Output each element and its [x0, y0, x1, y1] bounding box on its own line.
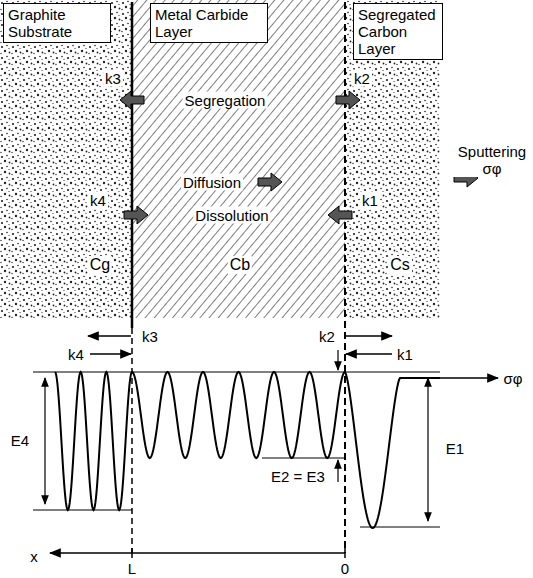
- rate-arrow: [346, 335, 392, 337]
- figure-label: k3: [140, 328, 160, 345]
- rate-arrow: [90, 353, 131, 355]
- figure-label: x: [28, 548, 40, 565]
- figure-label: Dissolution: [193, 207, 270, 224]
- figure-label: E2 = E3: [269, 468, 327, 485]
- figure-label: k2: [317, 328, 337, 345]
- concentration-symbol: Cs: [388, 256, 412, 274]
- process-arrow: [124, 206, 148, 224]
- figure-label: k3: [103, 70, 123, 87]
- figure-label: L: [126, 560, 138, 577]
- figure-label: E1: [444, 440, 466, 457]
- energy-arrow: [427, 378, 428, 521]
- concentration-symbol: Cg: [88, 256, 112, 274]
- energy-curve: [55, 372, 440, 528]
- x-axis: [50, 552, 345, 554]
- figure-label: E4: [9, 432, 31, 449]
- energy-arrow: [337, 350, 338, 370]
- graphite-texture: [0, 0, 132, 318]
- figure-label: k4: [88, 192, 108, 209]
- energy-level: [345, 372, 440, 373]
- flux-arrow: [440, 377, 498, 379]
- figure-label: k1: [395, 346, 415, 363]
- energy-arrow: [337, 460, 338, 482]
- energy-level: [262, 458, 345, 459]
- figure-label: k1: [360, 192, 380, 209]
- figure-label: k2: [352, 70, 372, 87]
- carbide-hatch: [132, 0, 345, 318]
- process-arrow: [120, 91, 144, 109]
- layer-region: Segregated Carbon LayerCs: [345, 0, 440, 318]
- interface-L: [131, 2, 134, 328]
- layer-title: Metal Carbide Layer: [150, 3, 268, 43]
- figure-label: σφ: [502, 370, 525, 387]
- rate-arrow: [88, 335, 131, 337]
- interface-0-dashed: [344, 2, 346, 553]
- rate-arrow: [346, 353, 392, 355]
- figure-label: Sputtering σφ: [452, 143, 532, 177]
- figure-label: 0: [339, 560, 351, 577]
- axis-tick: [131, 548, 133, 558]
- process-arrow: [336, 91, 360, 109]
- energy-level: [33, 510, 132, 511]
- energy-arrow: [44, 378, 45, 504]
- figure-label: Segregation: [183, 92, 268, 109]
- layer-region: Graphite SubstrateCg: [0, 0, 132, 318]
- layer-title: Segregated Carbon Layer: [353, 3, 443, 60]
- figure-label: Diffusion: [181, 174, 243, 191]
- axis-tick: [344, 548, 346, 558]
- process-arrow: [258, 173, 282, 191]
- energy-level: [33, 372, 132, 373]
- figure-label: k4: [66, 346, 86, 363]
- layer-region: Metal Carbide LayerCb: [132, 0, 345, 318]
- layer-title: Graphite Substrate: [3, 3, 111, 43]
- process-arrow: [328, 206, 352, 224]
- concentration-symbol: Cb: [228, 256, 252, 274]
- interface-L-dashed: [131, 328, 133, 553]
